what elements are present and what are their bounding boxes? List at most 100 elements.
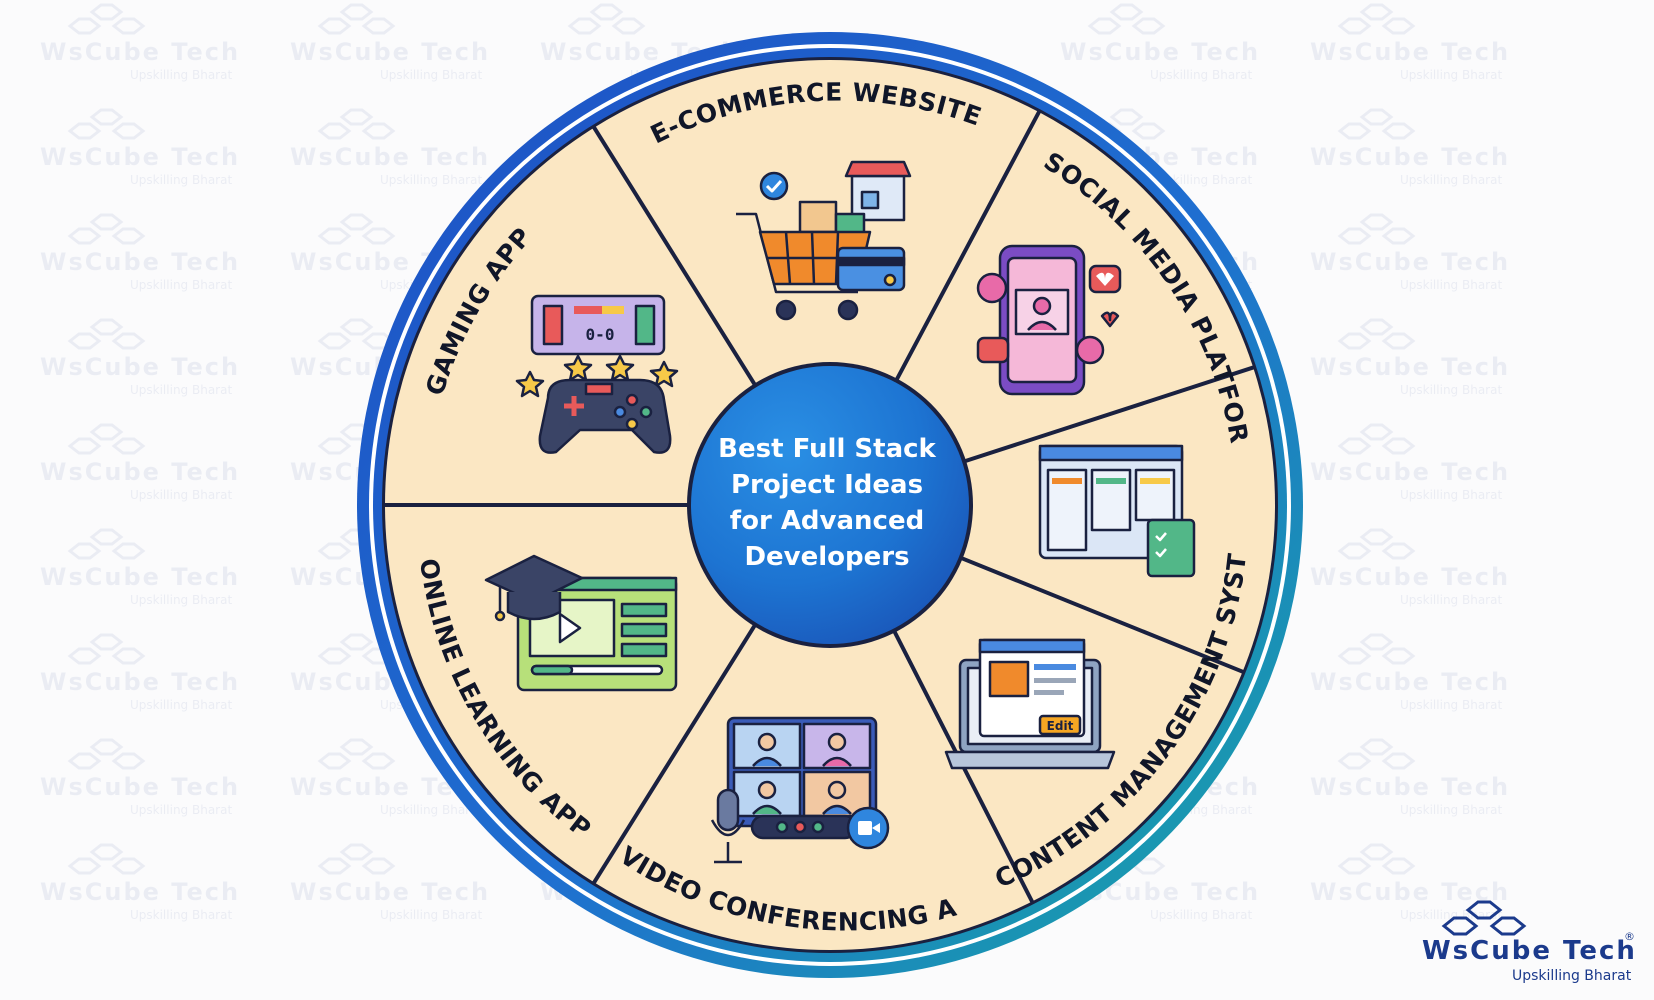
watermark-name: WsCube Tech	[1310, 563, 1511, 591]
watermark-hexagon-icon	[67, 528, 146, 560]
watermark-name: WsCube Tech	[290, 143, 491, 171]
brand-name: WsCube Tech	[1422, 936, 1637, 966]
hexagon-logo-icon	[1441, 900, 1527, 936]
watermark-hexagon-icon	[1337, 528, 1416, 560]
watermark-tagline: Upskilling Bharat	[1400, 68, 1503, 82]
watermark-name: WsCube Tech	[1310, 458, 1511, 486]
watermark-hexagon-icon	[1337, 108, 1416, 140]
watermark-tagline: Upskilling Bharat	[1400, 173, 1503, 187]
graduation-video-icon	[484, 554, 678, 692]
watermark-hexagon-icon	[67, 108, 146, 140]
watermark-tagline: Upskilling Bharat	[1150, 908, 1253, 922]
watermark-hexagon-icon	[317, 108, 396, 140]
segment-divider	[893, 110, 1042, 383]
watermark-name: WsCube Tech	[1060, 38, 1261, 66]
watermark-tagline: Upskilling Bharat	[1400, 593, 1503, 607]
watermark-tagline: Upskilling Bharat	[130, 173, 233, 187]
watermark-tagline: Upskilling Bharat	[380, 68, 483, 82]
segment-divider	[591, 125, 758, 388]
smartphone-social-icon	[976, 244, 1122, 396]
watermark-hexagon-icon	[67, 843, 146, 875]
game-controller-icon: 0-0	[515, 294, 679, 454]
segment-dividers	[384, 110, 1255, 904]
watermark-hexagon-icon	[1337, 318, 1416, 350]
watermark-tagline: Upskilling Bharat	[130, 68, 233, 82]
segment-divider	[959, 555, 1245, 674]
watermark-name: WsCube Tech	[1310, 668, 1511, 696]
watermark-tagline: Upskilling Bharat	[130, 278, 233, 292]
center-circle	[691, 366, 969, 644]
watermark-hexagon-icon	[317, 738, 396, 770]
center-title-line-4: Developers	[744, 542, 910, 572]
video-call-icon	[710, 716, 890, 864]
center-title-line-3: for Advanced	[729, 506, 925, 536]
watermark-tagline: Upskilling Bharat	[1400, 488, 1503, 502]
kanban-board-icon	[1038, 444, 1196, 578]
center-title: Best Full Stack Project Ideas for Advanc…	[686, 426, 968, 586]
watermark-name: WsCube Tech	[1310, 38, 1511, 66]
watermark-name: WsCube Tech	[40, 38, 241, 66]
watermark-tagline: Upskilling Bharat	[130, 908, 233, 922]
watermark-hexagon-icon	[67, 213, 146, 245]
watermark-hexagon-icon	[67, 423, 146, 455]
center-title-line-2: Project Ideas	[730, 470, 924, 500]
segment-divider	[591, 622, 758, 885]
watermark-hexagon-icon	[1337, 633, 1416, 665]
watermark-name: WsCube Tech	[40, 773, 241, 801]
watermark-hexagon-icon	[317, 3, 396, 35]
watermark-tagline: Upskilling Bharat	[1400, 383, 1503, 397]
brand-tagline: Upskilling Bharat	[1512, 968, 1632, 984]
watermark-name: WsCube Tech	[40, 353, 241, 381]
watermark-name: WsCube Tech	[290, 878, 491, 906]
watermark-hexagon-icon	[1337, 738, 1416, 770]
watermark-name: WsCube Tech	[1310, 353, 1511, 381]
watermark-hexagon-icon	[1337, 213, 1416, 245]
laptop-edit-icon: Edit	[944, 638, 1116, 770]
watermark-hexagon-icon	[567, 3, 646, 35]
watermark-name: WsCube Tech	[290, 38, 491, 66]
watermark-tagline: Upskilling Bharat	[130, 593, 233, 607]
watermark-tagline: Upskilling Bharat	[1400, 698, 1503, 712]
watermark-name: WsCube Tech	[40, 668, 241, 696]
shopping-cart-store-icon	[736, 160, 912, 321]
watermark-tagline: Upskilling Bharat	[130, 488, 233, 502]
watermark-name: WsCube Tech	[40, 563, 241, 591]
watermark-name: WsCube Tech	[1310, 773, 1511, 801]
score-label: 0-0	[586, 325, 615, 344]
watermark-name: WsCube Tech	[1310, 143, 1511, 171]
watermark-name: WsCube Tech	[40, 248, 241, 276]
segment-divider	[962, 365, 1255, 464]
watermark-tagline: Upskilling Bharat	[130, 383, 233, 397]
watermark-hexagon-icon	[67, 738, 146, 770]
watermark-hexagon-icon	[1337, 423, 1416, 455]
watermark-tagline: Upskilling Bharat	[1400, 803, 1503, 817]
watermark-hexagon-icon	[67, 318, 146, 350]
watermark-hexagon-icon	[1087, 3, 1166, 35]
watermark-tagline: Upskilling Bharat	[380, 908, 483, 922]
registered-mark: ®	[1624, 930, 1635, 943]
center-title-line-1: Best Full Stack	[718, 434, 936, 464]
brand-logo: WsCube Tech ® Upskilling Bharat	[1418, 896, 1638, 986]
